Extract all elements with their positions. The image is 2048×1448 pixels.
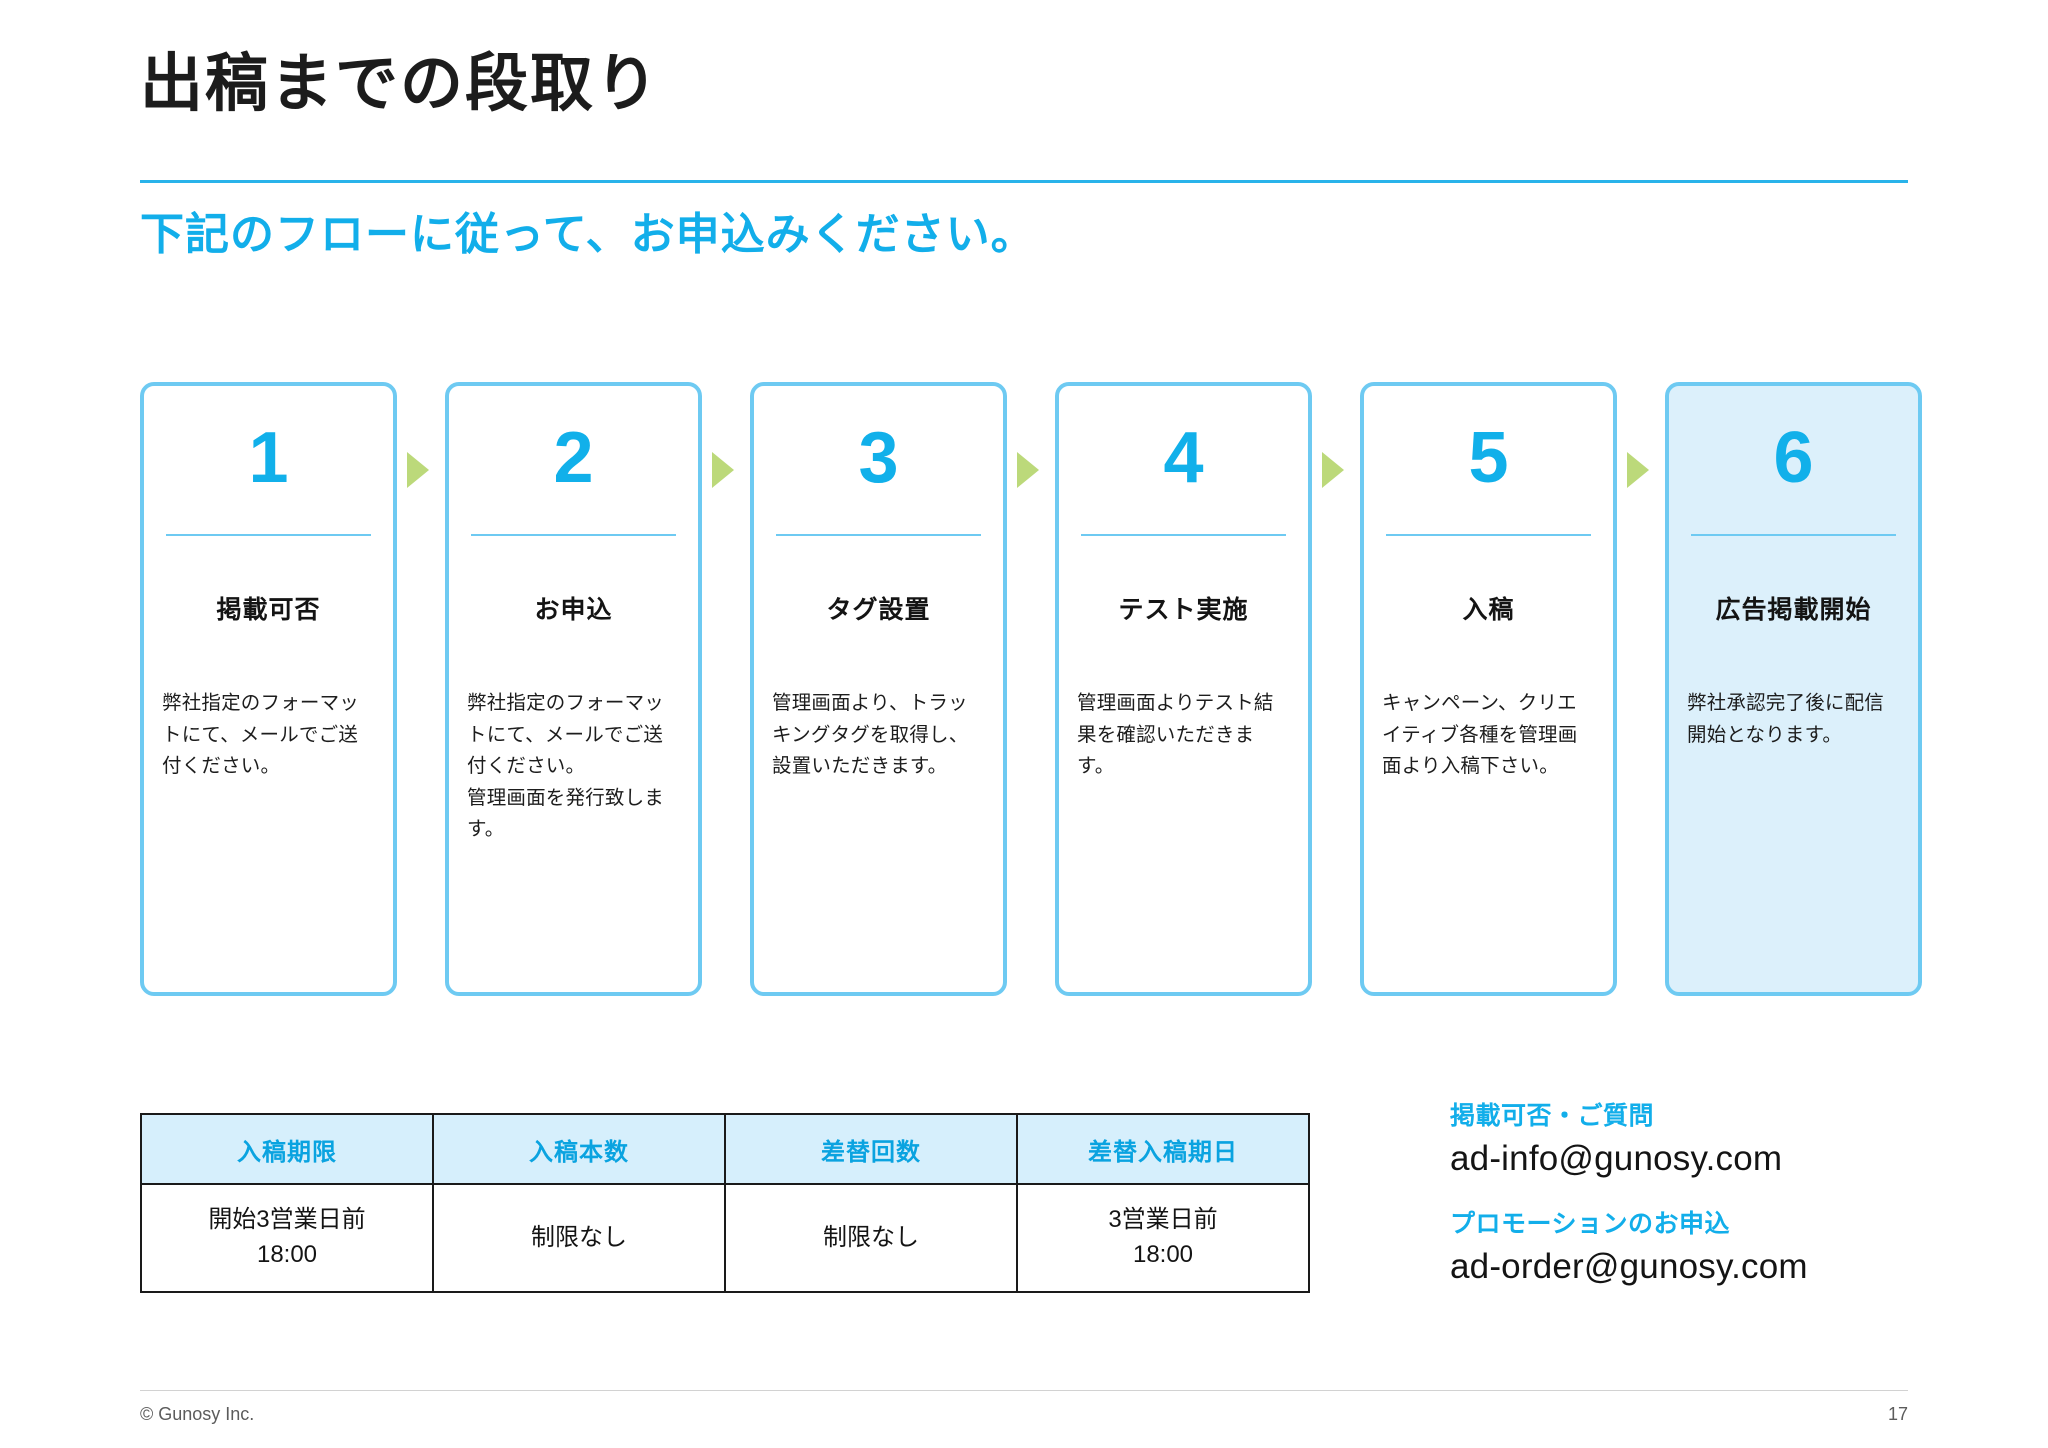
step-body: 管理画面よりテスト結果を確認いただきます。: [1077, 692, 1274, 778]
step-title: 広告掲載開始: [1715, 596, 1872, 624]
step-number: 2: [553, 418, 594, 498]
table-header-cell: 入稿本数: [432, 1113, 726, 1185]
title-divider: [140, 180, 1908, 183]
table-header-cell: 差替入稿期日: [1016, 1113, 1310, 1185]
table-cell: 3営業日前 18:00: [1016, 1183, 1310, 1293]
page-subtitle: 下記のフローに従って、お申込みください。: [140, 210, 1036, 259]
contact-label: 掲載可否・ご質問: [1450, 1102, 1655, 1130]
step-body: 弊社指定のフォーマットにて、メールでご送付ください。 管理画面を発行致します。: [467, 692, 665, 841]
contact-section: 掲載可否・ご質問 ad-info@gunosy.com プロモーションのお申込 …: [1450, 1100, 1970, 1289]
flow-arrow-3: [1007, 382, 1055, 996]
step-body: キャンペーン、クリエイティブ各種を管理画面より入稿下さい。: [1382, 692, 1578, 778]
footer-divider: [140, 1390, 1908, 1391]
step-number: 6: [1773, 418, 1814, 498]
step-body: 管理画面より、トラッキングタグを取得し、設置いただきます。: [772, 692, 969, 778]
flow-steps: 1 掲載可否 弊社指定のフォーマットにて、メールでご送付ください。 2 お申込 …: [140, 382, 1922, 996]
flow-arrow-1: [397, 382, 445, 996]
triangle-right-icon: [407, 452, 429, 488]
triangle-right-icon: [1627, 452, 1649, 488]
flow-card-2[interactable]: 2 お申込 弊社指定のフォーマットにて、メールでご送付ください。 管理画面を発行…: [445, 382, 702, 996]
contact-email[interactable]: ad-order@gunosy.com: [1450, 1246, 1808, 1286]
flow-arrow-5: [1617, 382, 1665, 996]
footer-copyright: © Gunosy Inc.: [140, 1404, 255, 1424]
table-header-row: 入稿期限 入稿本数 差替回数 差替入稿期日: [140, 1113, 1310, 1185]
footer-page-number: 17: [1887, 1404, 1908, 1424]
card-divider: [1386, 534, 1591, 536]
step-title: 入稿: [1462, 596, 1515, 624]
step-body: 弊社承認完了後に配信開始となります。: [1687, 692, 1885, 746]
flow-card-5[interactable]: 5 入稿 キャンペーン、クリエイティブ各種を管理画面より入稿下さい。: [1360, 382, 1617, 996]
flow-card-1[interactable]: 1 掲載可否 弊社指定のフォーマットにて、メールでご送付ください。: [140, 382, 397, 996]
step-body: 弊社指定のフォーマットにて、メールでご送付ください。: [162, 692, 360, 778]
table-cell: 制限なし: [724, 1183, 1018, 1293]
triangle-right-icon: [1322, 452, 1344, 488]
flow-card-6[interactable]: 6 広告掲載開始 弊社承認完了後に配信開始となります。: [1665, 382, 1922, 996]
triangle-right-icon: [712, 452, 734, 488]
card-divider: [1081, 534, 1286, 536]
table-row: 開始3営業日前 18:00 制限なし 制限なし 3営業日前 18:00: [140, 1183, 1310, 1293]
step-number: 1: [248, 418, 289, 498]
contact-block-order: プロモーションのお申込 ad-order@gunosy.com: [1450, 1208, 1970, 1288]
step-title: お申込: [534, 596, 613, 624]
flow-arrow-2: [702, 382, 750, 996]
step-number: 5: [1468, 418, 1509, 498]
delivery-rules-table: 入稿期限 入稿本数 差替回数 差替入稿期日 開始3営業日前 18:00 制限なし…: [140, 1113, 1310, 1293]
flow-card-4[interactable]: 4 テスト実施 管理画面よりテスト結果を確認いただきます。: [1055, 382, 1312, 996]
table-header-cell: 入稿期限: [140, 1113, 434, 1185]
step-title: 掲載可否: [216, 596, 321, 624]
page-title: 出稿までの段取り: [140, 49, 660, 119]
contact-block-inquiry: 掲載可否・ご質問 ad-info@gunosy.com: [1450, 1100, 1970, 1180]
flow-arrow-4: [1312, 382, 1360, 996]
step-title: テスト実施: [1118, 596, 1249, 624]
step-title: タグ設置: [826, 596, 931, 624]
card-divider: [166, 534, 371, 536]
step-number: 3: [858, 418, 899, 498]
contact-email[interactable]: ad-info@gunosy.com: [1450, 1138, 1783, 1178]
contact-label: プロモーションのお申込: [1450, 1210, 1731, 1239]
card-divider: [471, 534, 676, 536]
card-divider: [1691, 534, 1896, 536]
table-cell: 開始3営業日前 18:00: [140, 1183, 434, 1293]
card-divider: [776, 534, 981, 536]
table-cell: 制限なし: [432, 1183, 726, 1293]
triangle-right-icon: [1017, 452, 1039, 488]
flow-card-3[interactable]: 3 タグ設置 管理画面より、トラッキングタグを取得し、設置いただきます。: [750, 382, 1007, 996]
step-number: 4: [1163, 418, 1204, 498]
table-header-cell: 差替回数: [724, 1113, 1018, 1185]
